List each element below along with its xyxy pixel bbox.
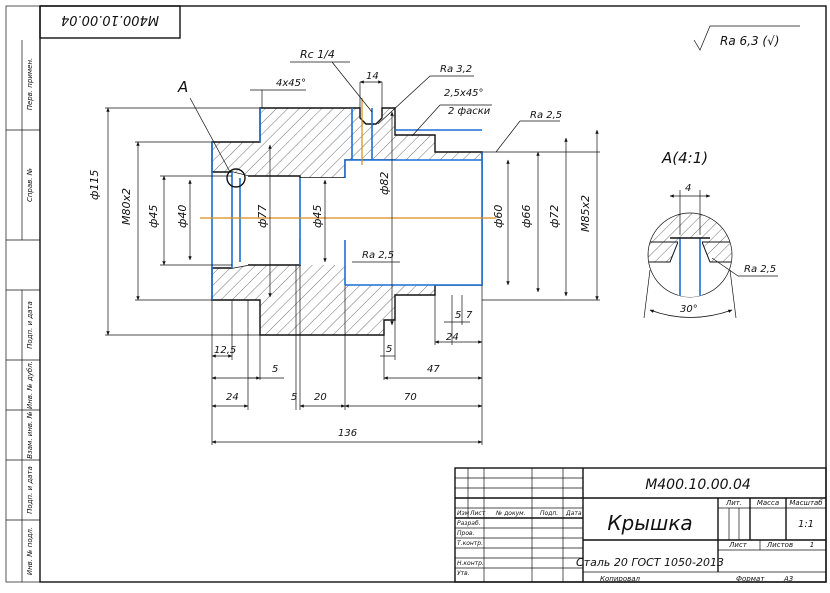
dim-l5b: 5 xyxy=(386,344,392,355)
dim-l70: 70 xyxy=(404,392,417,403)
dim-l5c: 5 xyxy=(272,364,278,375)
row-list: Лист xyxy=(469,510,486,517)
detail-label: A(4:1) xyxy=(661,149,708,167)
dim-l7: 7 xyxy=(466,310,473,321)
row-prov: Пров. xyxy=(457,530,475,537)
dim-l14: 14 xyxy=(366,71,379,82)
dim-m80: М80х2 xyxy=(120,188,133,225)
row-date: Дата xyxy=(565,510,582,517)
dim-l20: 20 xyxy=(314,392,327,403)
detail-width: 4 xyxy=(685,183,691,194)
sheets-count: 1 xyxy=(810,541,814,549)
side-label-6: Инв. № подл. xyxy=(26,527,34,575)
view-label: A xyxy=(177,78,188,96)
row-doc: № докум. xyxy=(495,510,526,517)
side-label-2: Подп. и дата xyxy=(26,301,34,349)
format-value: А3 xyxy=(783,575,793,583)
sheet-label: Лист xyxy=(728,541,748,549)
dim-l24a: 24 xyxy=(446,332,459,343)
side-label-3: Инв. № дубл. xyxy=(26,361,34,409)
scale-value: 1:1 xyxy=(798,519,814,530)
col-mass: Масса xyxy=(757,499,779,507)
top-code-box xyxy=(39,5,181,39)
top-leaders xyxy=(250,61,560,153)
view-a-leader xyxy=(189,97,231,173)
dim-m85: М85х2 xyxy=(579,195,592,232)
dim-d82: ф82 xyxy=(378,172,391,195)
dim-lines-left xyxy=(105,107,394,336)
dim-d115: ф115 xyxy=(88,170,101,200)
dim-d77: ф77 xyxy=(256,205,269,228)
dim-l5a: 5 xyxy=(455,310,461,321)
annotation-ra25-detail: Ra 2,5 xyxy=(744,264,776,275)
row-razrab: Разраб. xyxy=(457,520,481,527)
dim-d66: ф66 xyxy=(520,205,533,228)
roughness-general-symbol xyxy=(693,25,800,51)
dim-d45a: ф45 xyxy=(147,205,160,228)
row-sign: Подп. xyxy=(540,510,558,517)
annotation-chamfer-small: 4x45° xyxy=(276,78,306,89)
row-tkontr: Т.контр. xyxy=(457,540,483,547)
dim-l24b: 24 xyxy=(226,392,239,403)
title-name: Крышка xyxy=(607,511,692,535)
col-scale: Масштаб xyxy=(789,499,823,507)
title-code: М400.10.00.04 xyxy=(645,477,751,493)
row-nkontr: Н.контр. xyxy=(457,560,484,567)
row-izm: Изм xyxy=(457,510,470,517)
roughness-general: Ra 6,3 (√) xyxy=(720,34,779,48)
title-material: Сталь 20 ГОСТ 1050-2013 xyxy=(576,556,724,569)
side-label-0: Перв. примен. xyxy=(26,58,34,111)
dim-d60: ф60 xyxy=(492,205,505,228)
annotation-chamfer-note: 2 фаски xyxy=(448,106,491,117)
annotation-thread: Rc 1/4 xyxy=(300,48,335,61)
top-code: М400.10.00.04 xyxy=(61,12,159,27)
dim-l5d: 5 xyxy=(291,392,297,403)
side-strip-rows xyxy=(6,40,40,582)
annotation-ra32: Ra 3,2 xyxy=(440,64,472,75)
side-label-1: Справ. № xyxy=(26,168,34,202)
dim-d72: ф72 xyxy=(548,205,561,228)
view-a-circle xyxy=(226,168,246,188)
format-label: Формат xyxy=(736,575,765,583)
dim-l47: 47 xyxy=(427,364,440,375)
annotation-ra25-bore: Ra 2,5 xyxy=(362,250,394,261)
dim-l12-5: 12,5 xyxy=(214,345,236,356)
annotation-chamfer-big: 2,5x45° xyxy=(444,88,484,99)
part-section xyxy=(211,107,483,336)
detail-view xyxy=(643,190,778,319)
dim-lines-right xyxy=(482,129,600,301)
side-strip xyxy=(5,5,41,583)
col-lit: Лит. xyxy=(725,499,742,507)
side-label-5: Подп. и дата xyxy=(26,466,34,514)
dim-lines-bottom xyxy=(211,265,483,445)
copied-label: Копировал xyxy=(600,575,641,583)
title-block xyxy=(454,467,827,583)
dim-d45b: ф45 xyxy=(311,205,324,228)
row-utv: Утв. xyxy=(457,570,470,577)
side-label-4: Взам. инв. № xyxy=(26,411,34,459)
sheets-label: Листов xyxy=(766,541,793,549)
detail-angle: 30° xyxy=(680,304,698,315)
annotation-ra25-top: Ra 2,5 xyxy=(530,110,562,121)
dim-d40: ф40 xyxy=(176,205,189,228)
dim-l136: 136 xyxy=(338,428,357,439)
